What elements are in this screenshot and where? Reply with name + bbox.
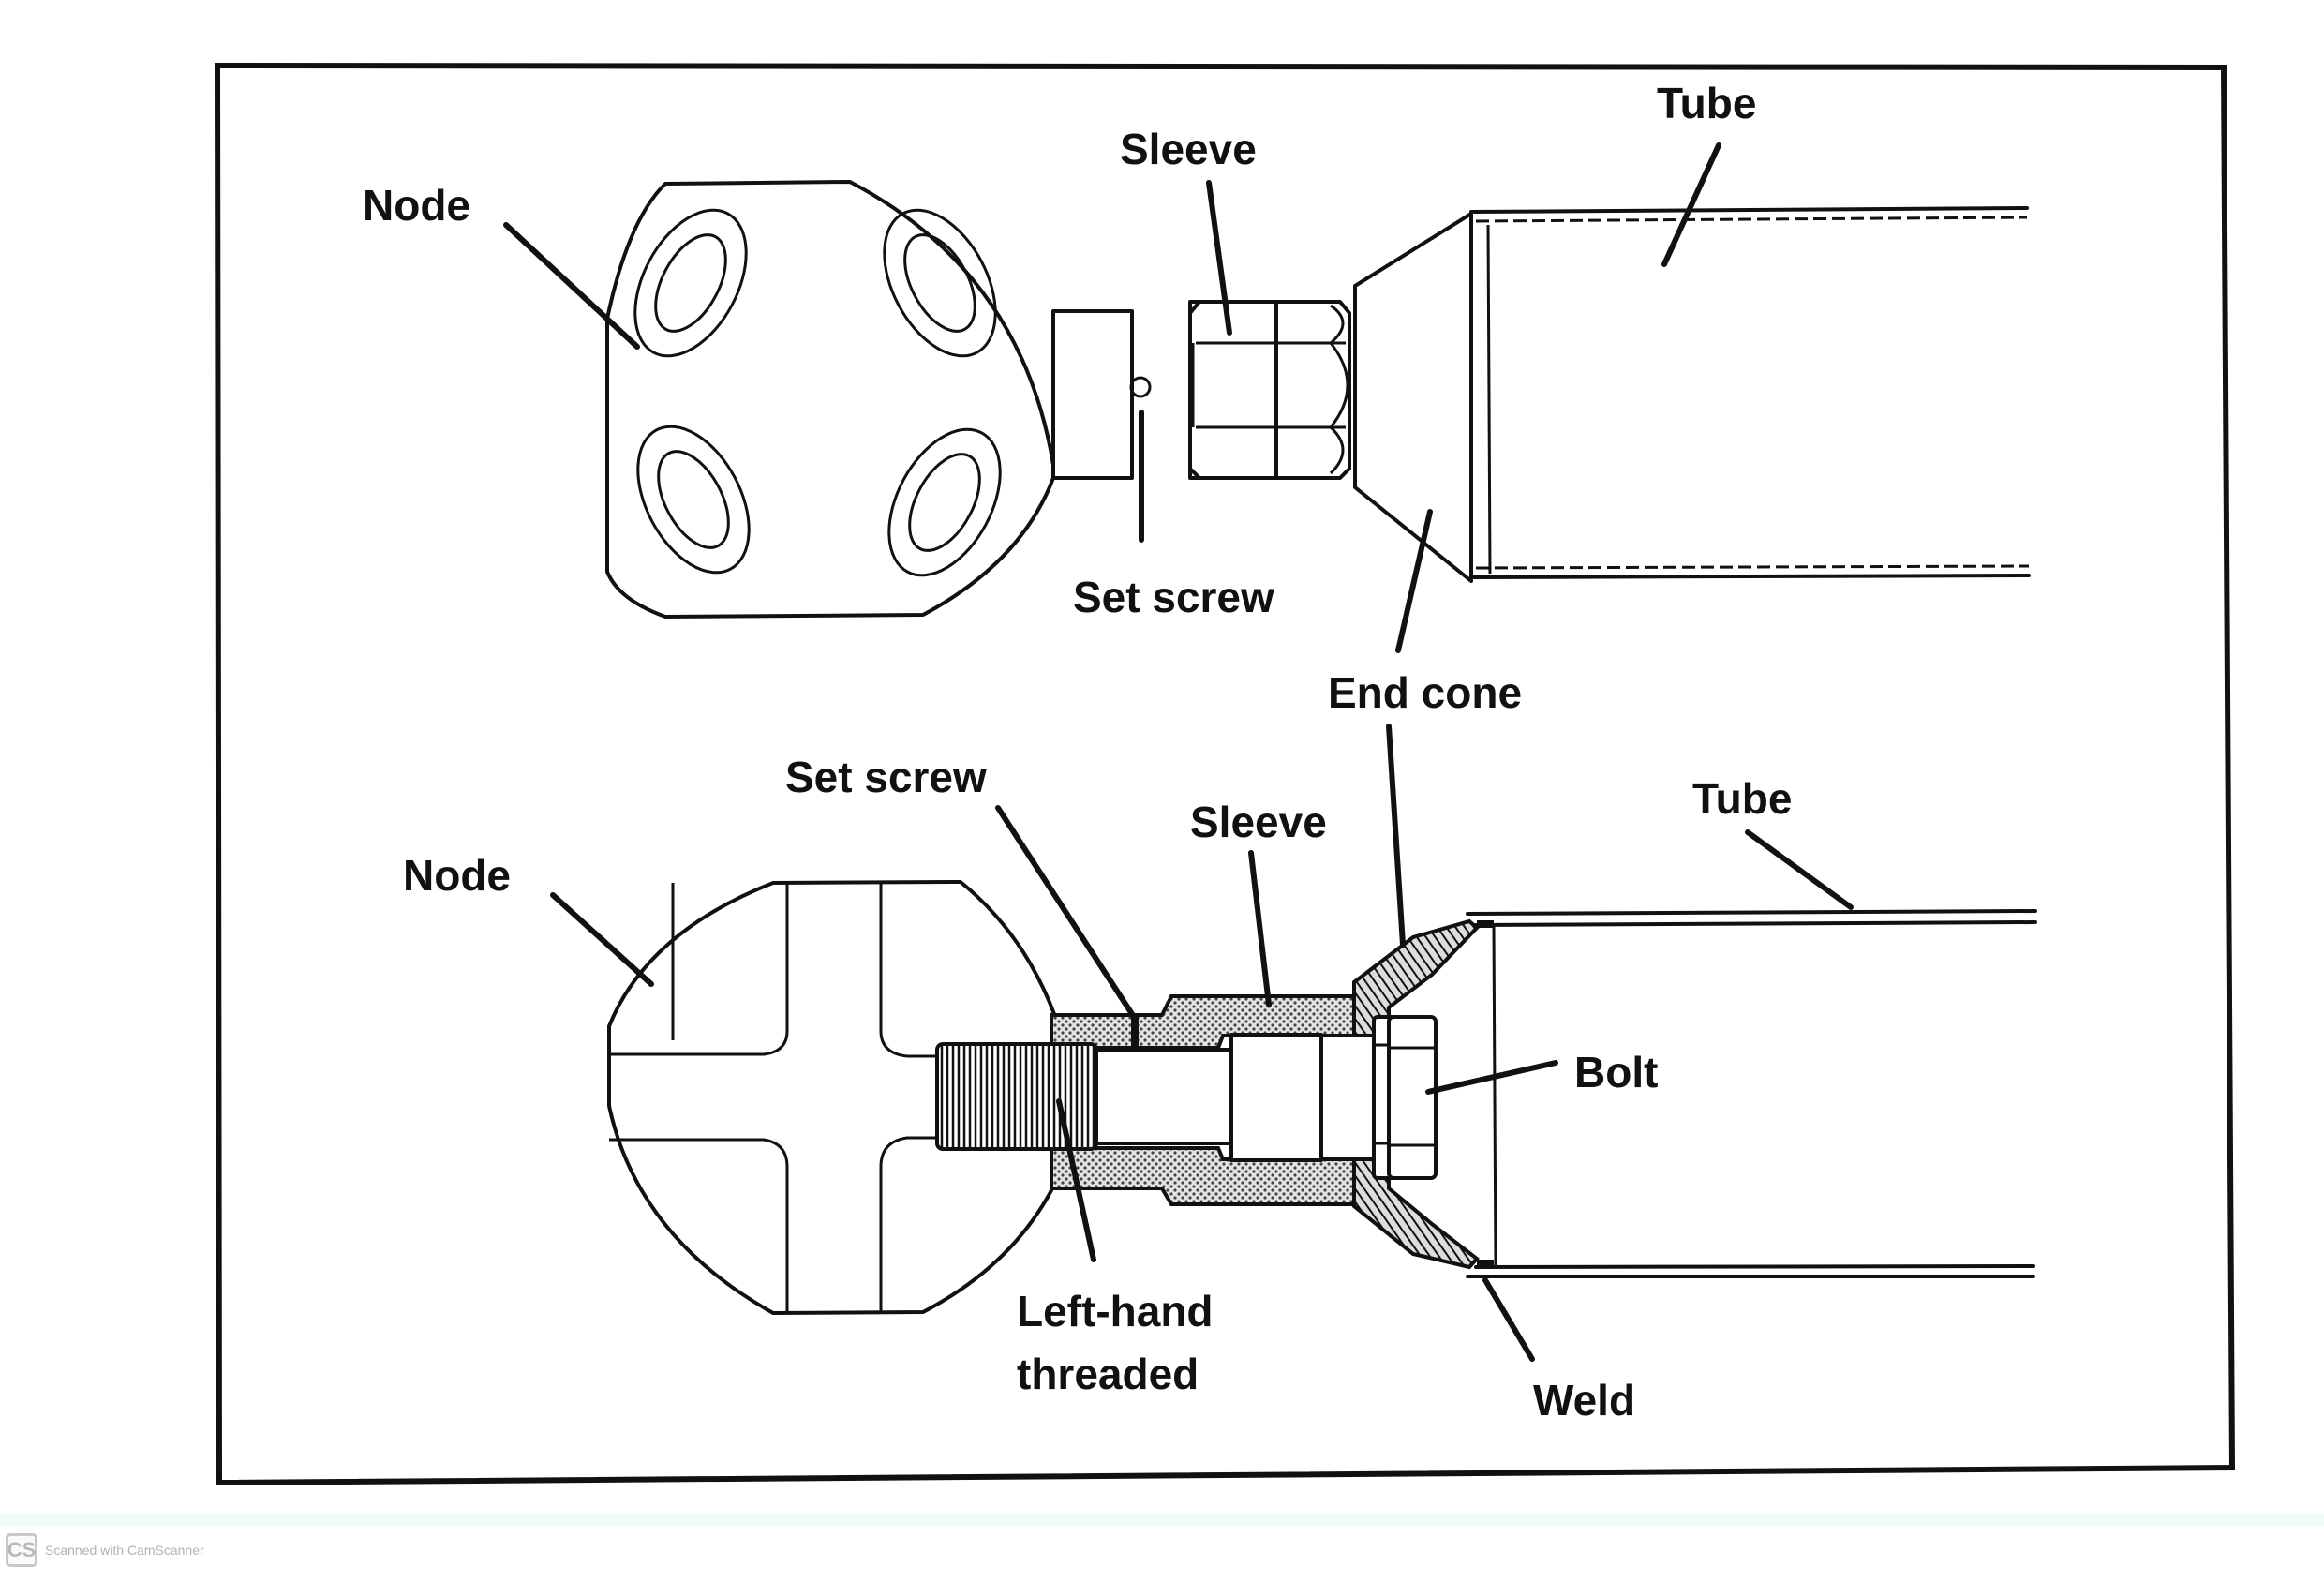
- section-node-body: [607, 880, 1070, 1315]
- label-section-left-hand-1: Left-hand: [1017, 1287, 1214, 1336]
- leader-section-end-cone: [1386, 724, 1406, 948]
- leader-section-left-hand: [1056, 1098, 1096, 1262]
- section-threaded-end: [935, 1042, 1098, 1151]
- leader-section-sleeve: [1248, 850, 1272, 1007]
- label-top-set-screw: Set screw: [1073, 573, 1274, 621]
- top-view: Node Sleeve Tube Set screw End cone: [363, 79, 2031, 717]
- label-section-tube: Tube: [1692, 774, 1792, 823]
- section-weld-upper: [1477, 920, 1494, 928]
- top-tube: [1469, 206, 2031, 579]
- top-end-cone: [1353, 212, 1473, 583]
- label-section-sleeve: Sleeve: [1190, 798, 1327, 846]
- watermark-text: Scanned with CamScanner: [45, 1543, 204, 1558]
- top-set-screw-hole: [1129, 376, 1152, 398]
- leader-section-bolt: [1425, 1060, 1558, 1095]
- leader-section-weld: [1482, 1277, 1535, 1362]
- top-collar: [1051, 309, 1134, 480]
- figure-frame: [214, 62, 2236, 1486]
- label-top-sleeve: Sleeve: [1120, 125, 1257, 173]
- section-bolt-shank: [1085, 1048, 1253, 1145]
- section-weld-lower: [1477, 1260, 1494, 1269]
- leader-top-tube: [1661, 142, 1721, 267]
- camscanner-logo-icon: CS: [6, 1533, 37, 1567]
- leader-top-end-cone: [1395, 509, 1433, 653]
- leader-section-set-screw: [995, 805, 1137, 1020]
- scan-edge-band: [0, 1514, 2324, 1527]
- section-node-cross: [609, 883, 1068, 1313]
- label-section-weld: Weld: [1533, 1376, 1635, 1425]
- label-section-set-screw: Set screw: [785, 753, 987, 801]
- section-bolt-head: [1372, 1015, 1438, 1180]
- top-node-holes: [633, 208, 1002, 577]
- label-section-left-hand-2: threaded: [1017, 1350, 1199, 1398]
- scanner-watermark: CS Scanned with CamScanner: [6, 1533, 204, 1567]
- section-tube: [1466, 909, 2037, 1278]
- label-section-node: Node: [403, 851, 511, 900]
- section-end-cone-upper: [1352, 918, 1480, 1037]
- section-set-screw: [1131, 1015, 1139, 1064]
- label-top-tube: Tube: [1657, 79, 1756, 127]
- section-view: Set screw Sleeve Tube Node Bolt Left-han…: [403, 724, 2037, 1425]
- leader-section-node: [550, 892, 654, 987]
- section-bolt-collar: [1229, 1033, 1323, 1162]
- leader-top-node: [503, 222, 640, 350]
- leader-top-sleeve: [1206, 180, 1232, 336]
- label-top-end-cone: End cone: [1328, 668, 1522, 717]
- label-section-bolt: Bolt: [1574, 1048, 1658, 1097]
- leader-section-tube: [1745, 829, 1854, 910]
- top-sleeve: [1188, 300, 1351, 480]
- label-top-node: Node: [363, 181, 470, 230]
